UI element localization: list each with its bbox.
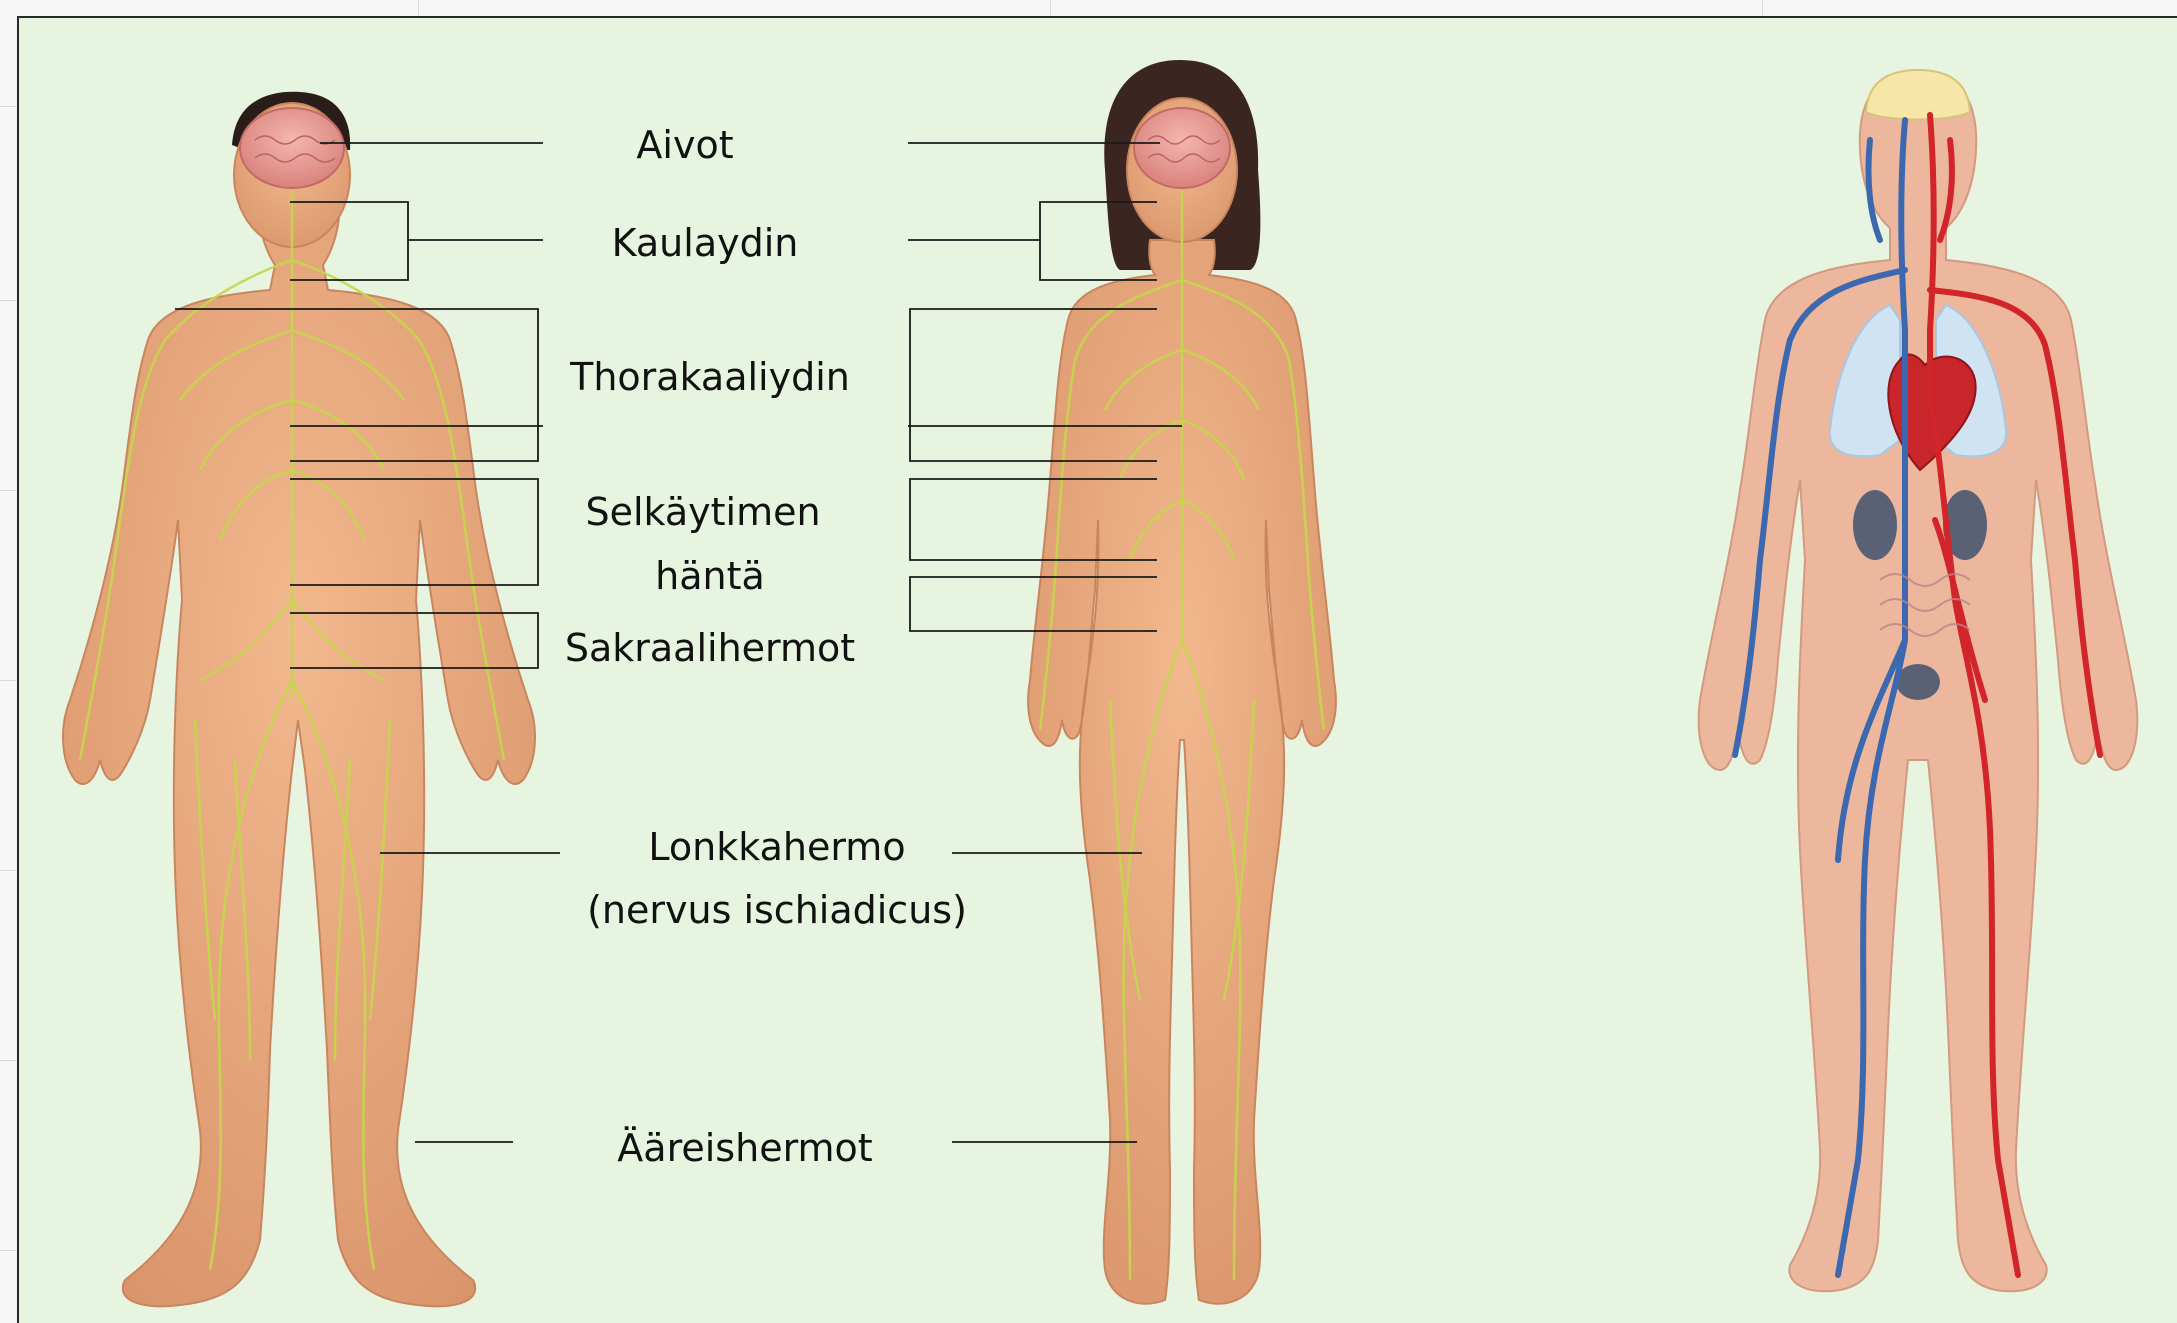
label-sciatic-line2: (nervus ischiadicus) bbox=[587, 891, 967, 929]
female-nervous-system-figure bbox=[1028, 60, 1336, 1304]
label-thoracic-spine: Thorakaaliydin bbox=[570, 358, 850, 396]
male-nervous-system-figure bbox=[63, 92, 535, 1307]
bladder bbox=[1896, 664, 1940, 700]
female-brain bbox=[1134, 108, 1230, 188]
label-brain: Aivot bbox=[636, 126, 733, 164]
label-cervical-spine: Kaulaydin bbox=[612, 224, 799, 262]
label-spinal-tail-line1: Selkäytimen bbox=[585, 493, 820, 531]
male-brain bbox=[240, 108, 344, 188]
label-spinal-tail-line2: häntä bbox=[655, 557, 765, 595]
circulatory-system-figure bbox=[1699, 70, 2138, 1291]
label-sciatic-line1: Lonkkahermo bbox=[648, 828, 905, 866]
male-body bbox=[63, 185, 535, 1306]
circulatory-brain bbox=[1866, 70, 1970, 120]
label-sacral-nerves: Sakraalihermot bbox=[565, 629, 855, 667]
label-peripheral-nerves: Ääreishermot bbox=[617, 1129, 872, 1167]
